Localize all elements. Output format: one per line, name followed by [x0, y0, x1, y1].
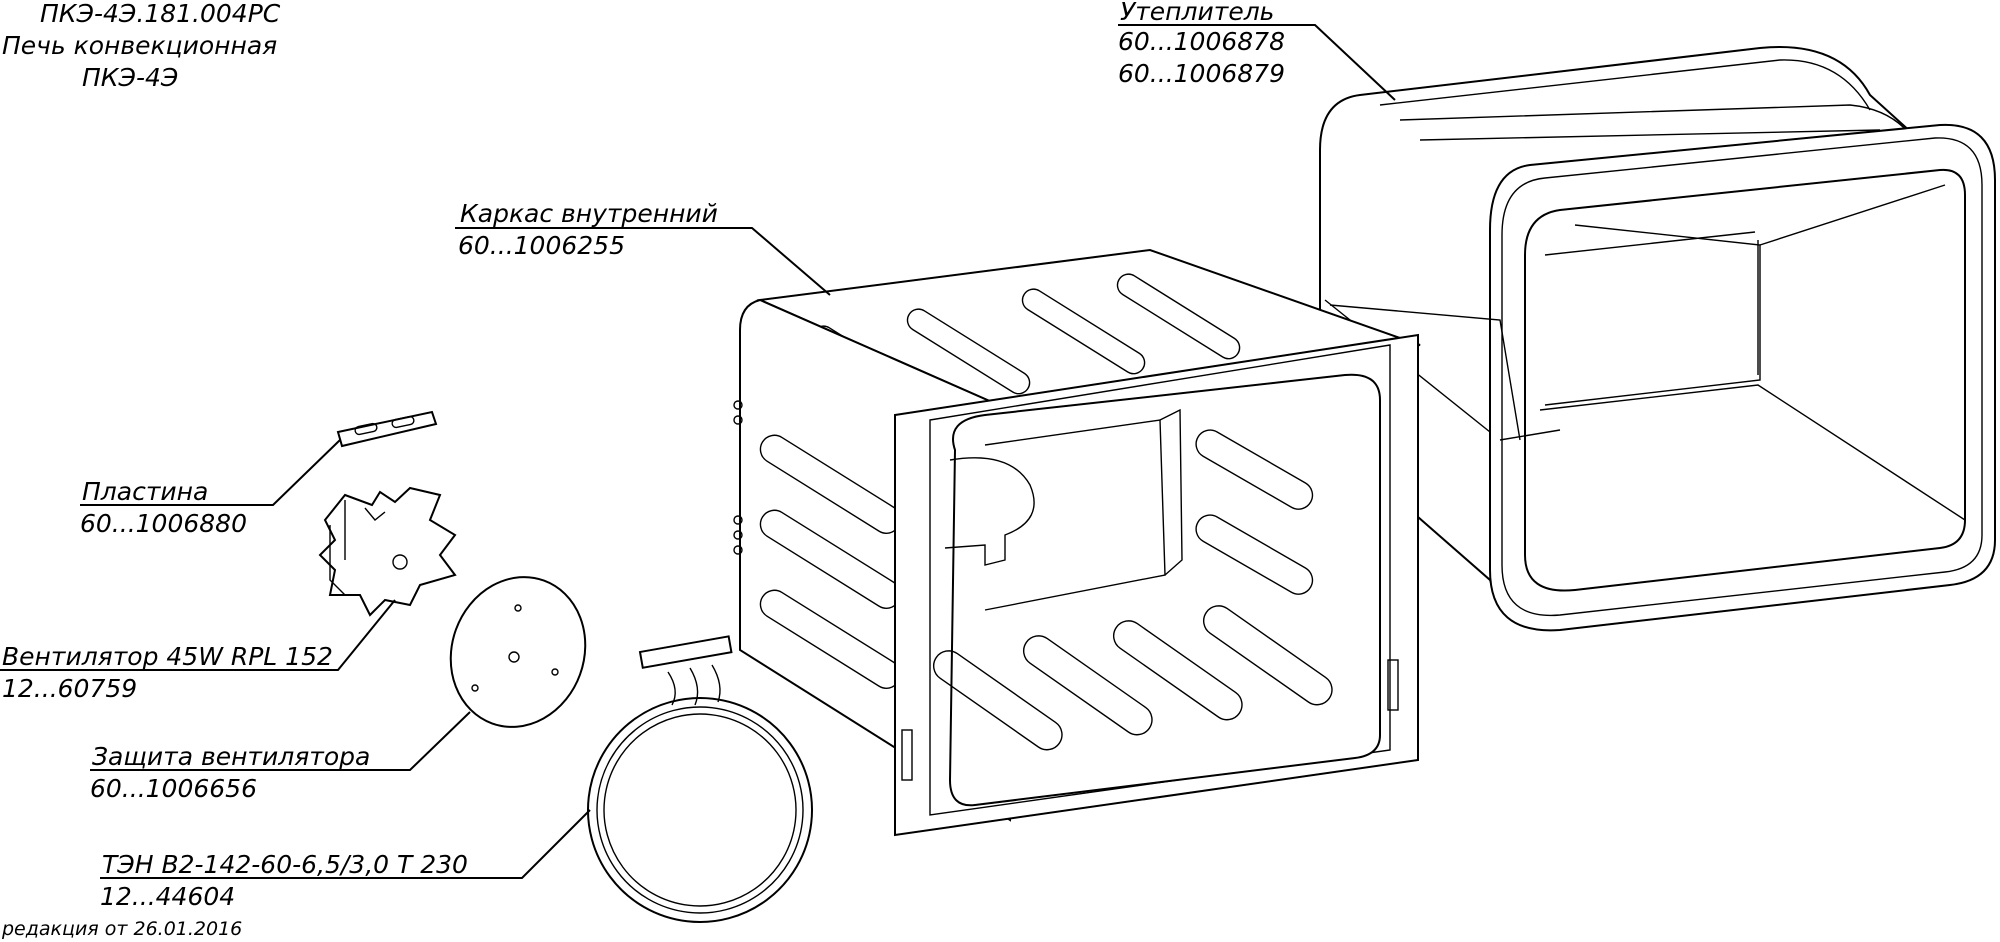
callout-fan-guard: Защита вентилятора 60...1006656: [90, 742, 370, 803]
insulation-part: [1319, 46, 1996, 632]
callout-insulation-code-1: 60...1006878: [1118, 27, 1285, 56]
callout-plate-name: Пластина: [82, 477, 208, 506]
callout-frame-code: 60...1006255: [458, 231, 625, 260]
callout-insulation-name: Утеплитель: [1120, 0, 1274, 26]
inner-frame-part: [733, 248, 1421, 837]
fan-part: [318, 486, 457, 617]
callout-heater-name: ТЭН В2-142-60-6,5/3,0 Т 230: [102, 850, 468, 879]
callout-frame-name: Каркас внутренний: [460, 199, 718, 228]
callout-fan-code: 12...60759: [2, 674, 137, 703]
callout-plate-code: 60...1006880: [80, 509, 247, 538]
callout-fan-guard-name: Защита вентилятора: [92, 742, 370, 771]
plate-part: [336, 410, 438, 448]
callout-fan: Вентилятор 45W RPL 152 12...60759: [2, 642, 333, 703]
heating-element-part: [587, 635, 813, 923]
leader-lines: [0, 24, 1396, 879]
callout-heater: ТЭН В2-142-60-6,5/3,0 Т 230 12...44604: [100, 850, 468, 911]
callout-insulation: Утеплитель 60...1006878 60...1006879: [1118, 0, 1285, 88]
revision-note: редакция от 26.01.2016: [1, 918, 242, 940]
callout-fan-guard-code: 60...1006656: [90, 774, 257, 803]
product-name: Печь конвекционная: [2, 31, 277, 60]
callout-heater-code: 12...44604: [100, 882, 235, 911]
product-model: ПКЭ-4Э: [82, 63, 178, 92]
callout-fan-name: Вентилятор 45W RPL 152: [2, 642, 333, 671]
callout-plate: Пластина 60...1006880: [80, 477, 247, 538]
title-block: ПКЭ-4Э.181.004РС Печь конвекционная ПКЭ-…: [2, 0, 281, 92]
doc-number: ПКЭ-4Э.181.004РС: [40, 0, 281, 28]
callout-insulation-code-2: 60...1006879: [1118, 59, 1285, 88]
callout-frame: Каркас внутренний 60...1006255: [458, 199, 718, 260]
fan-guard-part: [449, 576, 587, 728]
